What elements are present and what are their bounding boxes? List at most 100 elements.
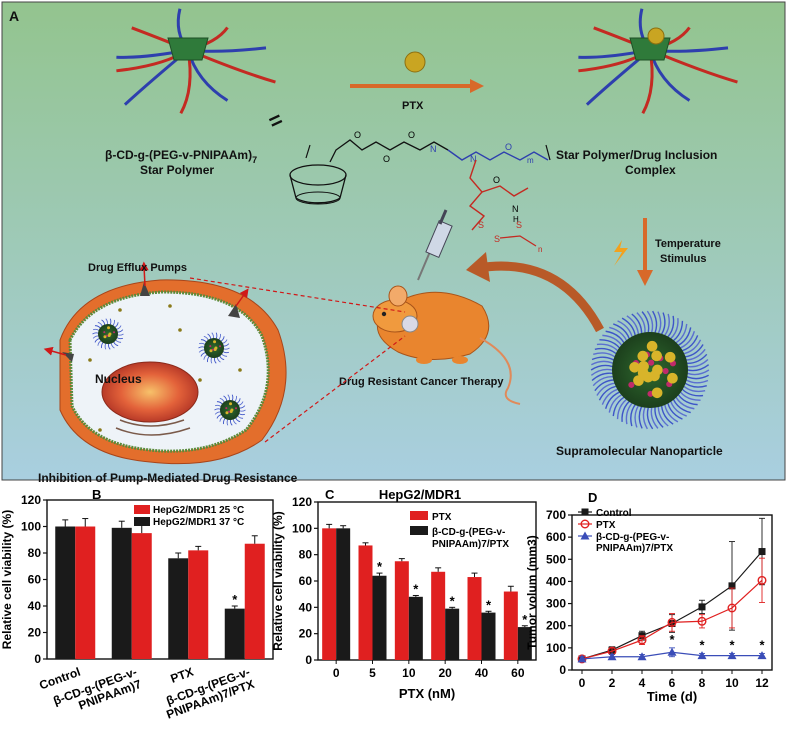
x-tick-label: 2 [609, 676, 616, 690]
y-tick-label: 500 [546, 552, 566, 566]
nano-dot [235, 407, 238, 410]
mouse-graphic [372, 285, 521, 405]
legend-label: PTX [596, 520, 616, 531]
plot-frame [317, 501, 537, 661]
legend-label: Control [596, 508, 632, 519]
chem-n-2: N [470, 154, 477, 164]
y-tick-label: 300 [546, 597, 566, 611]
bar [394, 561, 409, 660]
y-tick-label: 100 [546, 641, 566, 655]
significance-star: * [699, 637, 705, 652]
legend-label: HepG2/MDR1 37 °C [153, 517, 244, 528]
bar [372, 575, 387, 660]
bar [322, 528, 337, 660]
chart-title: HepG2/MDR1 [379, 487, 461, 502]
data-point [667, 617, 677, 627]
drug-dot [238, 368, 242, 372]
y-tick-label: 80 [299, 548, 313, 562]
x-tick-label: 6 [669, 676, 676, 690]
x-axis-label: Time (d) [647, 689, 697, 704]
panel-a-label: A [9, 8, 19, 24]
nanoparticle-graphic [590, 310, 710, 430]
legend-label: PTX [432, 512, 452, 523]
significance-star: * [729, 637, 735, 652]
drug-dot [168, 304, 172, 308]
chem-o-4: O [505, 142, 512, 152]
y-axis-label: Relative cell viability (%) [271, 511, 285, 650]
y-tick-label: 400 [546, 574, 566, 588]
significance-star: * [450, 593, 456, 608]
nano-dot [648, 359, 655, 366]
nano-drug [629, 361, 640, 373]
delivery-curved-arrow [477, 261, 604, 333]
bar [467, 577, 482, 660]
legend-label: β-CD-g-(PEG-v-PNIPAAm)7/PTX [432, 527, 509, 550]
x-tick-label: 12 [755, 676, 769, 690]
inclusion-complex-line1: Star Polymer/Drug Inclusion [556, 148, 717, 162]
bar [445, 608, 460, 660]
temperature-arrow-head-icon [637, 270, 653, 286]
chem-s-1: S [478, 220, 484, 230]
y-tick-label: 0 [305, 653, 312, 667]
data-point [757, 651, 767, 660]
data-point [698, 603, 706, 611]
chem-o-1: O [354, 130, 361, 140]
nano-dot [219, 345, 222, 348]
x-axis-label: PTX (nM) [399, 686, 455, 701]
bar [168, 558, 189, 659]
nano-drug [651, 387, 663, 399]
x-tick-label: PTX [169, 665, 196, 686]
y-axis-label: Tumor volum (mm3) [525, 535, 539, 649]
drug-dot [198, 378, 202, 382]
chem-o-5: O [493, 175, 500, 185]
data-point [758, 548, 766, 556]
bar [336, 528, 351, 660]
drug-dot [98, 428, 102, 432]
legend-swatch [410, 511, 428, 520]
significance-star: * [522, 612, 528, 627]
connector-line-bottom [264, 335, 406, 443]
chem-o-2: O [383, 154, 390, 164]
temperature-line2: Stimulus [660, 253, 706, 265]
panel-a: A PTX = β-CD-g-(PEG-v-PNIPAAm)7 Star Pol… [1, 1, 786, 485]
y-tick-label: 0 [34, 652, 41, 666]
connector-line-top [189, 277, 406, 313]
significance-star: * [759, 637, 765, 652]
data-point [697, 616, 707, 626]
bar [408, 596, 423, 660]
x-tick-label: 4 [639, 676, 646, 690]
chemical-structure: O O O N N O m N H O S S S n [289, 130, 551, 254]
ptx-arrow-label: PTX [402, 100, 424, 112]
data-point [727, 603, 737, 613]
y-tick-label: 600 [546, 530, 566, 544]
y-tick-label: 100 [21, 520, 41, 534]
bar [517, 627, 532, 660]
legend-label-line: PTX [432, 512, 452, 523]
nano-drug [107, 334, 111, 338]
significance-star: * [669, 632, 675, 647]
chem-n-3: N [512, 204, 519, 214]
nano-drug [651, 350, 662, 362]
nano-drug [633, 375, 644, 386]
nano-dot [227, 410, 230, 413]
drug-particle-icon [647, 27, 665, 45]
y-tick-label: 40 [299, 600, 313, 614]
data-point [607, 652, 617, 661]
ptx-arrow-head-icon [470, 79, 484, 93]
star-polymer-name: β-CD-g-(PEG-v-PNIPAAm)7 [105, 148, 257, 165]
x-tick-label: 5 [369, 666, 376, 680]
data-point [757, 575, 767, 585]
legend-label-line: β-CD-g-(PEG-v- [596, 532, 669, 543]
chem-s-3: S [516, 220, 522, 230]
x-tick-label: 20 [438, 666, 452, 680]
bar [481, 612, 496, 660]
chem-subscript-n: n [538, 245, 542, 254]
nano-drug [213, 348, 217, 352]
nano-dot [211, 348, 214, 351]
nano-dot [105, 334, 108, 337]
bar [431, 571, 446, 660]
data-point [637, 635, 647, 645]
legend-marker [580, 531, 590, 540]
y-tick-label: 0 [559, 663, 566, 677]
